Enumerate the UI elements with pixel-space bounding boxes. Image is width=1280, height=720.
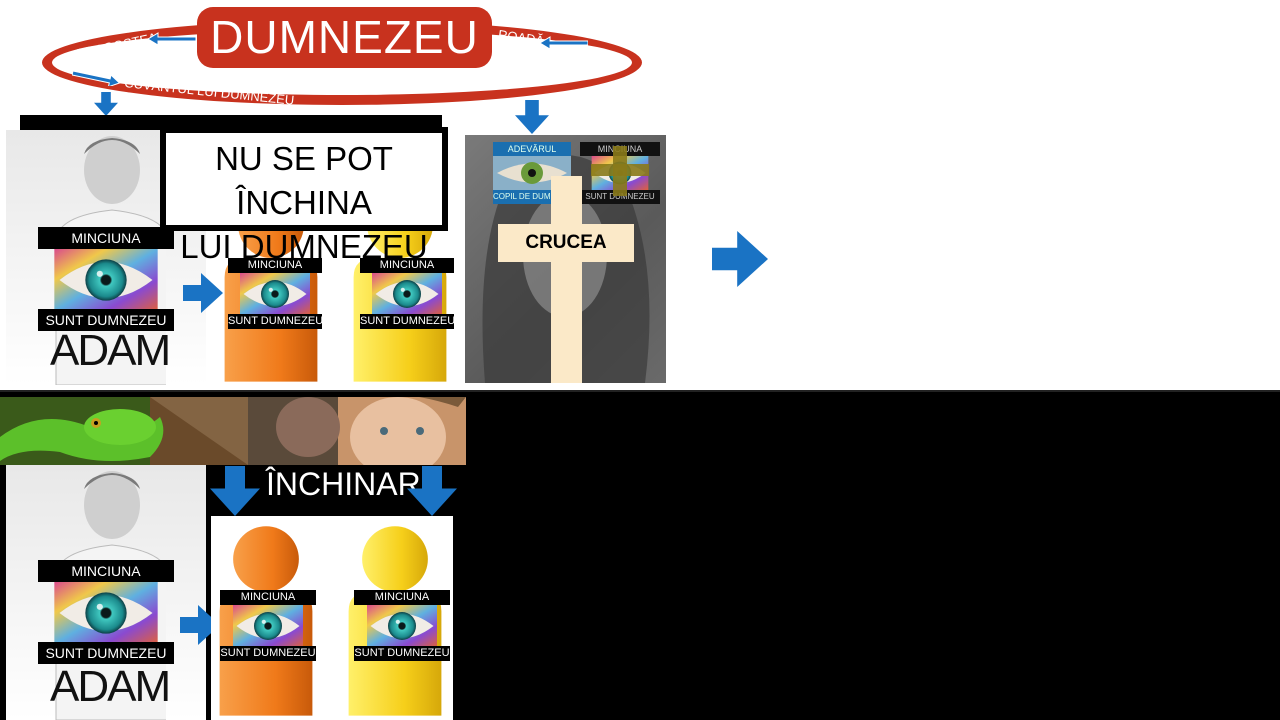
eye-icon [493,156,571,190]
arrow-down-icon [210,466,260,516]
yellow-lie-label: MINCIUNA [354,590,450,605]
adam-name: ADAM [50,662,171,711]
eye-icon [233,605,303,647]
orange-lie-label: MINCIUNA [220,590,316,605]
cross-label: CRUCEA [525,232,607,253]
orange-iamgod-label: SUNT DUMNEZEU [220,646,316,661]
orange-lie-label: MINCIUNA [228,258,322,273]
orange-iamgod-label: SUNT DUMNEZEU [228,314,322,329]
arrow-down-icon [407,466,457,516]
adam-lie-label: MINCIUNA [38,560,174,582]
jesus-iamgod-label: SUNT DUMNEZEU [580,190,660,204]
eye-icon [367,605,437,647]
arrow-down-icon [515,100,549,134]
eye-icon [54,249,158,311]
adam-iamgod-label: SUNT DUMNEZEU [38,642,174,664]
eye-icon [372,273,442,315]
adam-lie-label: MINCIUNA [38,227,174,249]
eye-icon [240,273,310,315]
snake-photo [0,397,248,465]
arrow-left-icon [148,32,196,46]
cannot-worship-line1: NU SE POT ÎNCHINA [215,140,393,221]
truth-label: ADEVĂRUL [493,142,571,156]
arrow-right-icon [712,231,768,287]
eye-icon [54,582,158,644]
god-label: DUMNEZEU [197,7,492,68]
yellow-lie-label: MINCIUNA [360,258,454,273]
cross-beam [498,224,634,262]
cannot-worship-line2: LUI DUMNEZEU [180,228,428,265]
section-divider [0,390,1280,392]
adam-name: ADAM [50,326,171,375]
arrow-right-icon [72,70,120,86]
small-cross-icon [591,146,649,196]
cross-icon [551,176,582,383]
couple-photo [248,397,466,465]
cannot-worship-box: NU SE POT ÎNCHINA LUI DUMNEZEU [160,127,448,265]
adam-iamgod-label: SUNT DUMNEZEU [38,309,174,331]
arrow-down-icon [94,92,118,116]
arrow-left-icon [540,36,588,50]
worship-label: ÎNCHINARE [266,466,443,502]
yellow-iamgod-label: SUNT DUMNEZEU [354,646,450,661]
yellow-iamgod-label: SUNT DUMNEZEU [360,314,454,329]
